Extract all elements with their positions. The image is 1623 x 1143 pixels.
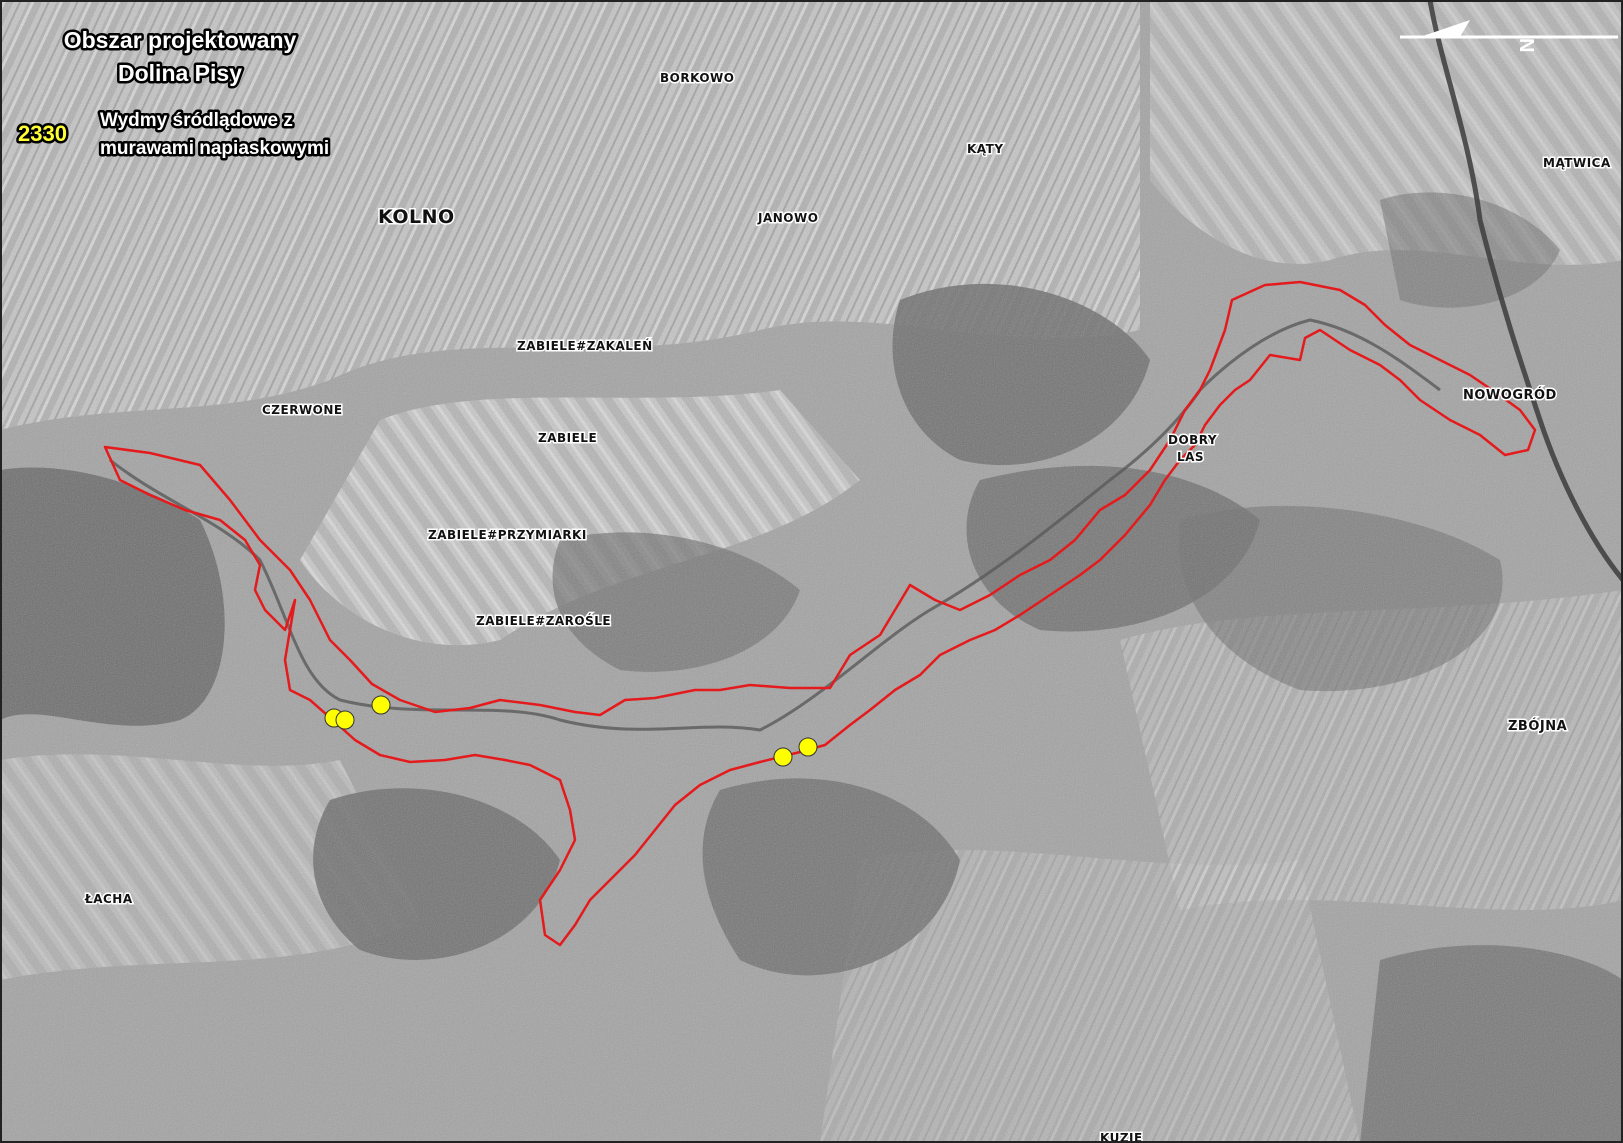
place-label-czerwone: CZERWONE (262, 403, 343, 417)
legend-habitat-line1: Wydmy śródlądowe z (100, 110, 293, 131)
place-label-kolno: KOLNO (378, 206, 455, 228)
place-label-las: LAS (1177, 450, 1204, 464)
place-label-zbojna: ZBÓJNA (1508, 718, 1567, 734)
place-label-borkowo: BORKOWO (660, 71, 735, 85)
river-narew (1427, 0, 1623, 582)
legend-title-line2: Dolina Pisy (118, 60, 242, 86)
legend-title-line1: Obszar projektowany (64, 27, 297, 53)
place-label-katy: KĄTY (967, 142, 1004, 156)
site-markers (324, 695, 818, 767)
north-arrow-head-icon (1420, 20, 1470, 37)
north-arrow: N (1400, 20, 1618, 52)
place-label-dobry: DOBRY (1168, 433, 1217, 447)
river-pisa (109, 318, 1441, 732)
site-marker[interactable] (773, 747, 793, 767)
north-arrow-label: N (1515, 38, 1537, 52)
place-label-kuzie: KUZIE (1100, 1131, 1143, 1143)
place-label-zabiele-przymiarki: ZABIELE#PRZYMIARKI (428, 528, 587, 542)
site-marker[interactable] (371, 695, 391, 715)
place-label-zabiele-zarosle: ZABIELE#ZAROŚLE (476, 613, 611, 628)
place-label-lacha: ŁACHA (84, 892, 133, 906)
place-labels: BORKOWO KĄTY MĄTWICA KOLNO JANOWO ZABIEL… (83, 70, 1612, 1143)
legend-habitat-line2: murawami napiaskowymi (100, 138, 329, 159)
place-label-zabiele-zakalen: ZABIELE#ZAKALEŃ (517, 338, 653, 353)
place-label-zabiele: ZABIELE (538, 431, 597, 445)
map-legend: Obszar projektowany Dolina Pisy 2330 Wyd… (16, 25, 332, 162)
place-label-nowogrod: NOWOGRÓD (1463, 387, 1557, 403)
project-area-boundary[interactable] (103, 280, 1537, 947)
site-marker[interactable] (335, 710, 355, 730)
legend-habitat-code: 2330 (18, 121, 67, 146)
site-marker[interactable] (798, 737, 818, 757)
place-label-matwica: MĄTWICA (1543, 156, 1611, 170)
place-label-janowo: JANOWO (757, 211, 818, 225)
